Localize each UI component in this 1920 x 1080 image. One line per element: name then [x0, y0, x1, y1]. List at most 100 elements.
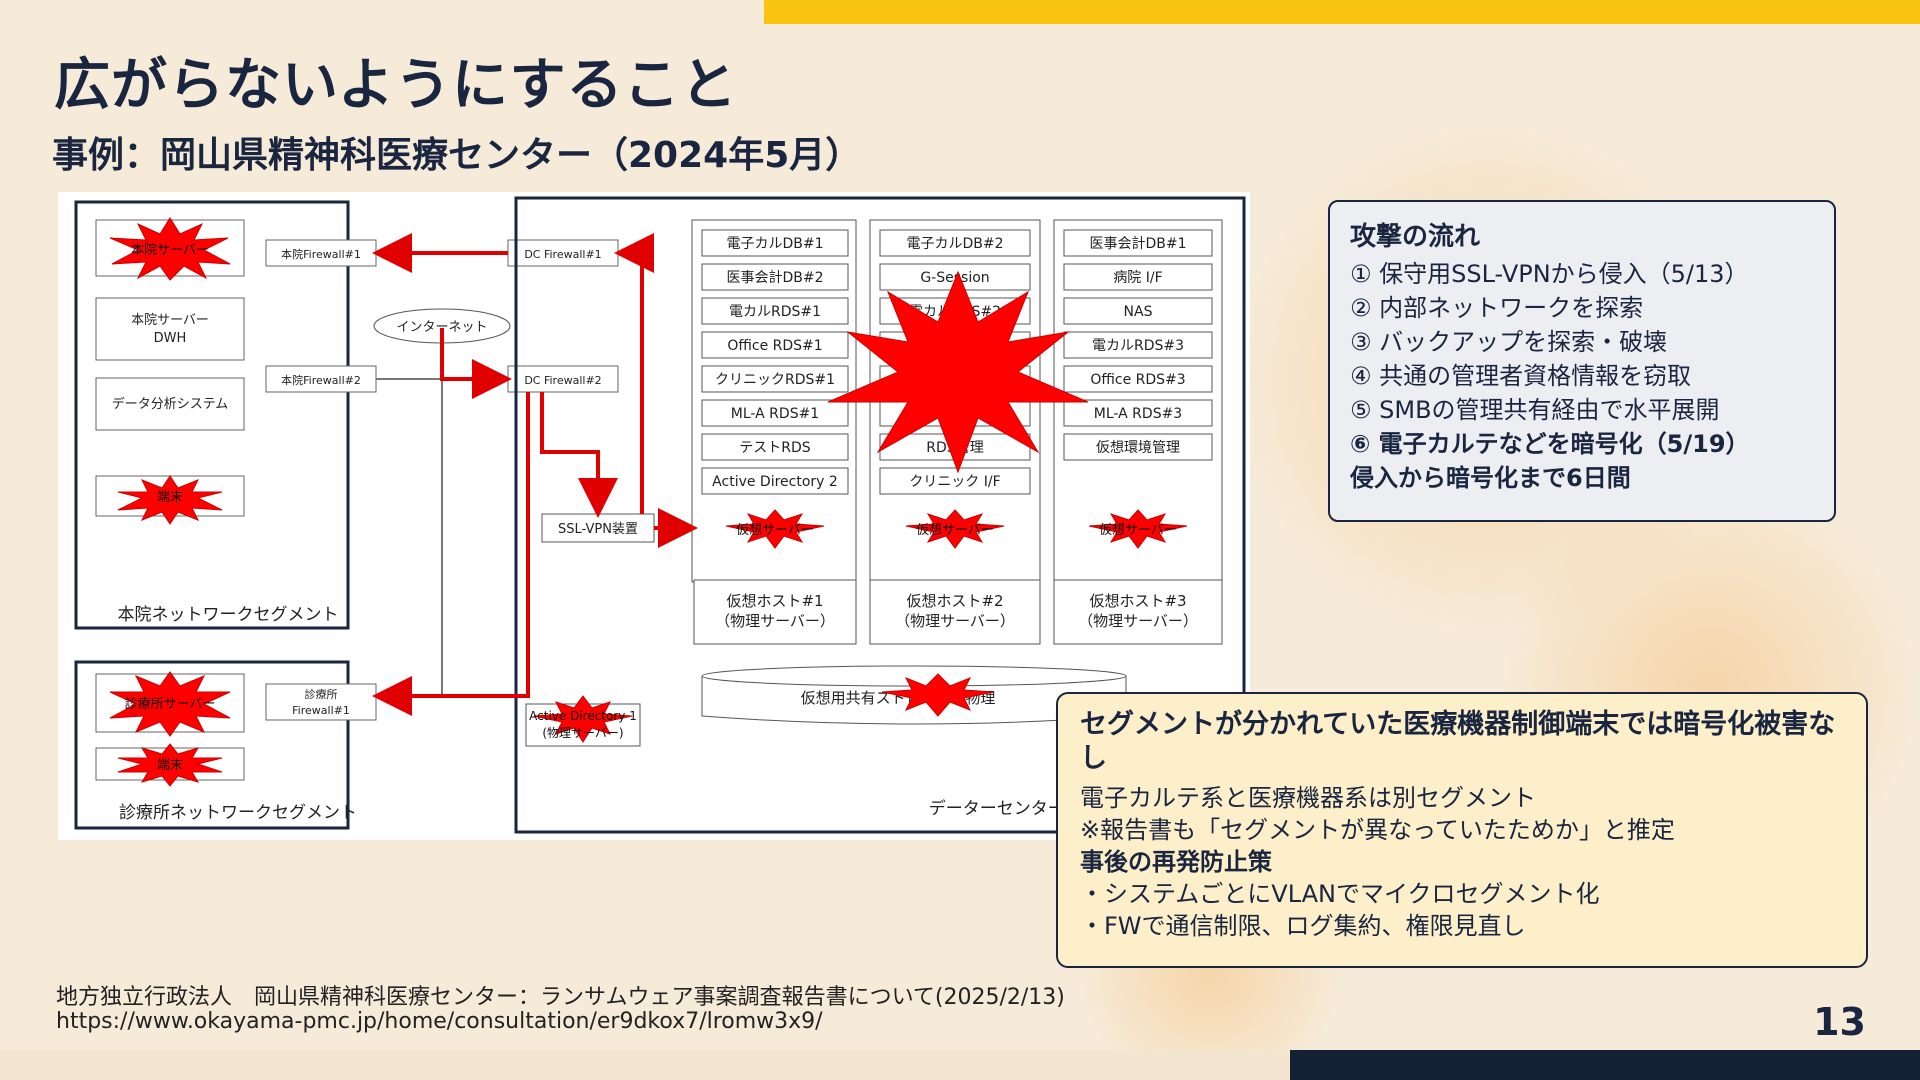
top-accent-bar: [764, 0, 1920, 24]
server-label: テストRDS: [739, 440, 811, 456]
server-label: ML-A RDS#1: [731, 406, 819, 422]
datacenter-segment-label: データーセンター ネ: [929, 798, 1087, 819]
prevention-item: ・システムごとにVLANでマイクロセグメント化: [1080, 880, 1600, 908]
server-label: NAS: [1124, 304, 1153, 320]
clinic-segment-label: 診療所ネットワークセグメント: [119, 803, 357, 823]
hospital-server-label2: DWH: [154, 331, 187, 346]
clinic-terminal-label: 端末: [157, 758, 183, 773]
server-box: [701, 399, 849, 427]
slide-title: 広がらないようにすること: [54, 53, 738, 118]
attack-step: ⑥ 電子カルテなどを暗号化（5/19）: [1350, 430, 1750, 458]
clinic-server-label: 診療所サーバー: [125, 696, 216, 712]
server-label: 電子カルDB#2: [906, 236, 1003, 252]
ad1-sub: (物理サーバー): [542, 726, 623, 740]
infection-star-clinic-server: [109, 671, 231, 737]
infection-star-ad1: [533, 695, 633, 743]
server-label: 仮想環境管理: [1096, 440, 1180, 456]
attack-step: ③ バックアップを探索・破壊: [1350, 328, 1668, 356]
host3-sub: （物理サーバー）: [1078, 612, 1198, 630]
source-citation: 地方独立行政法人 岡山県精神科医療センター：ランサムウェア事案調査報告書について…: [56, 986, 1065, 1034]
infection-star-vs2: [905, 509, 1005, 549]
server-label: Active Directory 2: [712, 474, 838, 490]
data-analysis-label: データ分析システム: [112, 396, 229, 412]
server-label: Office RDS#1: [727, 338, 822, 354]
infection-star-clinic-terminal: [117, 743, 223, 787]
attack-duration: 侵入から暗号化まで6日間: [1350, 464, 1631, 492]
infection-star-vs1: [725, 509, 825, 549]
fw1-label: 本院Firewall#1: [281, 247, 361, 261]
host1-label: 仮想ホスト#1: [726, 592, 823, 610]
server-label: ML-A RDS#3: [1094, 406, 1182, 422]
server-label: G-Session: [920, 270, 989, 286]
ssl-vpn-label: SSL-VPN装置: [558, 522, 638, 537]
server-box: [1063, 297, 1213, 325]
source-text: 地方独立行政法人 岡山県精神科医療センター：ランサムウェア事案調査報告書について…: [56, 985, 1065, 1010]
prevention-heading: 事後の再発防止策: [1080, 848, 1272, 876]
vs3-label: 仮想サーバー: [1099, 522, 1177, 538]
server-box: [879, 467, 1031, 495]
hospital-server-label: 本院サーバー: [131, 313, 209, 328]
server-label: 医事会計DB#2: [726, 270, 823, 286]
infection-star-main-server: [109, 217, 231, 281]
server-box: [1063, 365, 1213, 393]
server-box: [701, 297, 849, 325]
server-box: [701, 365, 849, 393]
server-box: [701, 263, 849, 291]
server-label: クリニック I/F: [909, 474, 1000, 490]
bottom-strip: [0, 1050, 1290, 1080]
server-box: [701, 229, 849, 257]
server-box: [701, 331, 849, 359]
segment-note-line: ※報告書も「セグメントが異なっていたためか」と推定: [1080, 816, 1675, 844]
host2-label: 仮想ホスト#2: [906, 592, 1003, 610]
server-label: 病院 I/F: [1113, 270, 1162, 286]
server-label: 電カルRDS#1: [729, 304, 821, 320]
server-label: 電子カルDB#1: [726, 236, 823, 252]
dc-fw2-label: DC Firewall#2: [524, 374, 601, 387]
segment-note-title: セグメントが分かれていた医療機器制御端末では暗号化被害なし: [1080, 709, 1836, 774]
clinic-fw-label1: 診療所: [305, 687, 338, 701]
server-box: [701, 433, 849, 461]
vs1-label: 仮想サーバー: [736, 522, 814, 538]
segment-note-panel: セグメントが分かれていた医療機器制御端末では暗号化被害なし 電子カルテ系と医療機…: [1056, 692, 1868, 968]
internet-label: インターネット: [396, 320, 487, 335]
host1-sub: （物理サーバー）: [715, 612, 835, 630]
main-server-label: 本院サーバー: [131, 243, 209, 258]
attack-step: ⑤ SMBの管理共有経由で水平展開: [1350, 396, 1720, 424]
infection-star-terminal: [117, 475, 223, 525]
server-box: [1063, 331, 1213, 359]
datacenter-segment-box: [514, 196, 1246, 834]
page-number: 13: [1813, 1000, 1866, 1044]
infection-star-vs3: [1088, 509, 1188, 549]
network-diagram: 本院サーバー DWH データ分析システム 本院ネットワークセグメント 本院Fir…: [58, 192, 1250, 840]
host2-sub: （物理サーバー）: [895, 612, 1015, 630]
server-label: 電カルRDS#3: [1092, 338, 1184, 354]
infection-star-storage: [881, 673, 995, 717]
server-box: [1063, 433, 1213, 461]
server-box: [879, 229, 1031, 257]
hospital-segment-box: [74, 200, 350, 630]
server-box: [701, 467, 849, 495]
bottom-dark-strip: [1290, 1050, 1920, 1080]
clinic-fw-label2: Firewall#1: [292, 704, 350, 717]
attack-step: ④ 共通の管理者資格情報を窃取: [1350, 362, 1692, 390]
host3-label: 仮想ホスト#3: [1089, 592, 1186, 610]
terminal-label: 端末: [157, 490, 183, 505]
server-box: [1063, 229, 1213, 257]
dc-fw1-label: DC Firewall#1: [524, 248, 601, 261]
attack-step: ② 内部ネットワークを探索: [1350, 294, 1644, 322]
prevention-item: ・FWで通信制限、ログ集約、権限見直し: [1080, 912, 1526, 940]
attack-flow-panel: 攻撃の流れ ① 保守用SSL-VPNから侵入（5/13） ② 内部ネットワークを…: [1328, 200, 1836, 522]
vs2-label: 仮想サーバー: [916, 522, 994, 538]
server-box: [1063, 263, 1213, 291]
attack-flow-heading: 攻撃の流れ: [1350, 222, 1481, 252]
server-label: 医事会計DB#1: [1089, 236, 1186, 252]
segment-note-line: 電子カルテ系と医療機器系は別セグメント: [1080, 784, 1536, 812]
server-box: [1063, 399, 1213, 427]
server-label: クリニックRDS#1: [715, 372, 835, 388]
clinic-segment-box: [74, 660, 350, 830]
attack-step: ① 保守用SSL-VPNから侵入（5/13）: [1350, 260, 1749, 288]
hospital-segment-label: 本院ネットワークセグメント: [118, 605, 339, 625]
source-url[interactable]: https://www.okayama-pmc.jp/home/consulta…: [56, 1009, 823, 1034]
fw2-label: 本院Firewall#2: [281, 373, 361, 387]
infection-star-center: [827, 270, 1089, 474]
